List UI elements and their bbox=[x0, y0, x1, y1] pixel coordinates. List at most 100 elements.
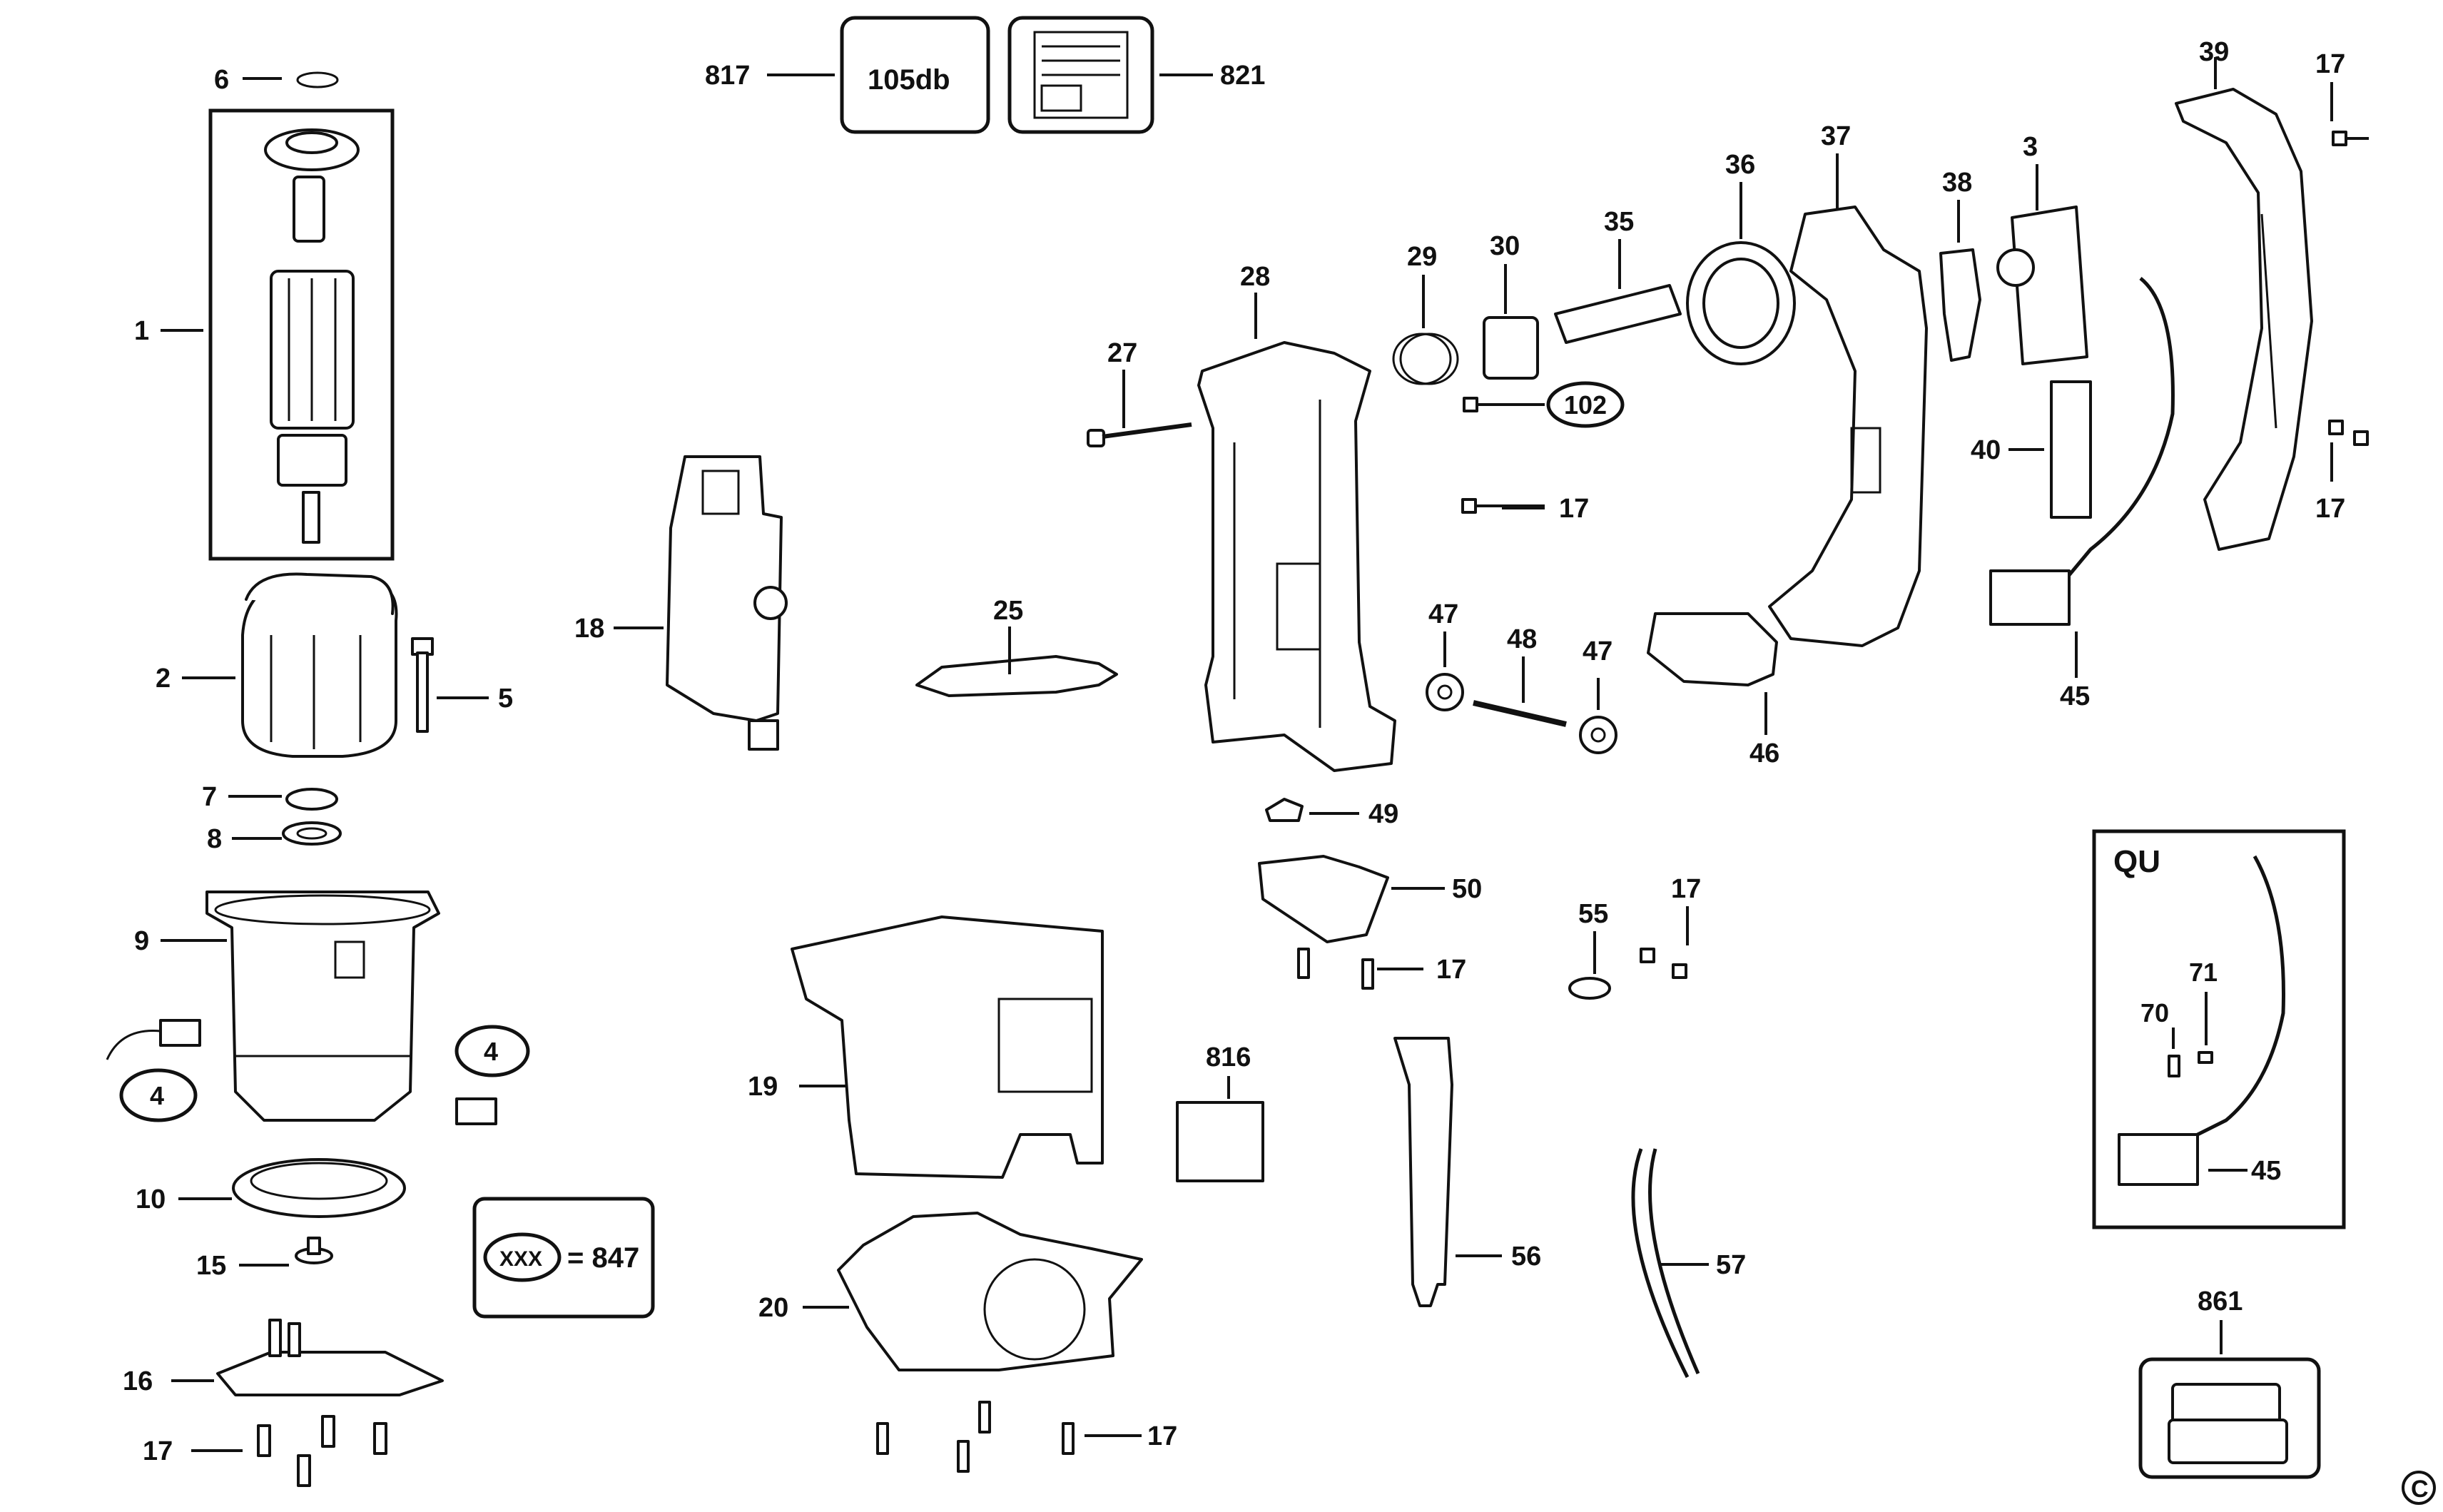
part-4-brush-left: 4 bbox=[106, 1019, 201, 1122]
callout-48: 48 bbox=[1507, 624, 1537, 654]
part-816-label: 816 bbox=[1176, 1042, 1264, 1182]
copyright-letter: C bbox=[2411, 1476, 2429, 1503]
part-17-screws-bottom-mid: 17 bbox=[876, 1401, 1177, 1473]
part-57-power-cord: 57 bbox=[1631, 1148, 1746, 1379]
callout-47a: 47 bbox=[1428, 599, 1458, 629]
part-17-screw-right: 17 bbox=[2315, 420, 2369, 524]
label-817-decibel: 105db 817 bbox=[705, 16, 990, 134]
callout-9: 9 bbox=[134, 926, 149, 956]
callout-50: 50 bbox=[1452, 874, 1482, 904]
part-17-screw-top-right: 17 bbox=[2315, 49, 2369, 146]
callout-3: 3 bbox=[2023, 132, 2038, 162]
callout-35: 35 bbox=[1604, 207, 1634, 237]
part-2-field: 2 bbox=[156, 572, 398, 758]
part-6-retaining-ring: 6 bbox=[214, 65, 339, 95]
part-49-clip: 49 bbox=[1265, 798, 1398, 829]
callout-10: 10 bbox=[136, 1184, 166, 1214]
callout-16: 16 bbox=[123, 1366, 153, 1396]
part-37-handle: 37 bbox=[1768, 121, 1928, 647]
callout-39: 39 bbox=[2199, 37, 2229, 67]
callout-17-bottom-mid: 17 bbox=[1147, 1421, 1177, 1451]
label-821-rating-plate: 821 bbox=[1007, 16, 1265, 134]
callout-5: 5 bbox=[498, 684, 513, 714]
part-8-bearing: 8 bbox=[207, 821, 342, 854]
part-48-pin: 48 bbox=[1473, 624, 1567, 727]
callout-47b: 47 bbox=[1583, 636, 1612, 666]
callout-37: 37 bbox=[1821, 121, 1851, 151]
part-7-bearing: 7 bbox=[202, 782, 338, 812]
callout-36: 36 bbox=[1725, 150, 1755, 180]
callout-57: 57 bbox=[1716, 1250, 1746, 1280]
callout-861: 861 bbox=[2198, 1287, 2243, 1316]
part-27-screw: 27 bbox=[1087, 338, 1192, 447]
part-45-wire-harness: 45 bbox=[1989, 277, 2175, 711]
part-17-screw-mid: 17 bbox=[1461, 494, 1589, 524]
part-861-carry-case: 861 bbox=[2138, 1287, 2321, 1479]
part-17-screws-55: 17 bbox=[1640, 874, 1701, 979]
part-56-cord-guard: 56 bbox=[1393, 1037, 1541, 1307]
callout-17-mid: 17 bbox=[1559, 494, 1589, 524]
callout-17-55: 17 bbox=[1671, 874, 1701, 904]
callout-1: 1 bbox=[134, 316, 149, 346]
callout-46: 46 bbox=[1749, 739, 1779, 768]
part-17-screws-bottom-left: 17 bbox=[143, 1415, 387, 1487]
callout-40: 40 bbox=[1971, 435, 2001, 465]
callout-17-right: 17 bbox=[2315, 494, 2345, 524]
callout-18: 18 bbox=[574, 614, 604, 644]
qu-variant-box: QU 45 70 71 bbox=[2092, 829, 2346, 1229]
part-4-brush-right: 4 bbox=[454, 1025, 530, 1125]
part-40-electronics: 40 bbox=[1971, 380, 2092, 519]
callout-4b: 4 bbox=[484, 1037, 498, 1066]
callout-17-bottom-left: 17 bbox=[143, 1436, 173, 1466]
qu-title: QU bbox=[2113, 844, 2160, 879]
part-17-screws-under-50: 17 bbox=[1297, 948, 1466, 990]
callout-817: 817 bbox=[705, 61, 750, 91]
callout-38: 38 bbox=[1942, 168, 1972, 198]
part-35-cylinder: 35 bbox=[1554, 207, 1682, 344]
part-9-motor-housing: 9 bbox=[134, 891, 440, 1122]
part-15-screw: 15 bbox=[196, 1237, 333, 1281]
part-29-spring: 29 bbox=[1392, 242, 1459, 385]
part-102-screw: 102 bbox=[1463, 381, 1625, 428]
part-46-grip-ring: 46 bbox=[1647, 612, 1779, 768]
callout-20: 20 bbox=[758, 1293, 788, 1323]
callout-29: 29 bbox=[1407, 242, 1437, 272]
legend-847: XXX = 847 bbox=[472, 1197, 655, 1319]
part-47-bushing-right: 47 bbox=[1579, 636, 1617, 754]
copyright-mark: C bbox=[2402, 1471, 2436, 1505]
part-50-cover: 50 bbox=[1258, 855, 1482, 943]
part-5-screw: 5 bbox=[411, 637, 513, 733]
legend-placeholder: XXX bbox=[499, 1247, 542, 1271]
callout-7: 7 bbox=[202, 782, 217, 812]
callout-4a: 4 bbox=[150, 1081, 164, 1110]
callout-19: 19 bbox=[748, 1072, 778, 1102]
part-47-bushing-left: 47 bbox=[1426, 599, 1464, 711]
callout-55: 55 bbox=[1578, 899, 1608, 929]
decibel-label: 105db bbox=[868, 64, 950, 96]
part-18-control-module: 18 bbox=[574, 455, 788, 751]
callout-821: 821 bbox=[1220, 61, 1265, 91]
part-19-lower-housing: 19 bbox=[748, 915, 1104, 1179]
part-1-armature: 1 bbox=[134, 108, 395, 561]
part-16-base-plate: 16 bbox=[123, 1319, 444, 1396]
legend-value: = 847 bbox=[567, 1242, 639, 1274]
part-38-trigger: 38 bbox=[1939, 168, 1981, 362]
callout-816: 816 bbox=[1206, 1042, 1251, 1072]
callout-17-top-right: 17 bbox=[2315, 49, 2345, 79]
callout-30: 30 bbox=[1490, 231, 1520, 261]
callout-45: 45 bbox=[2060, 681, 2090, 711]
part-28-gear-housing: 28 bbox=[1197, 262, 1396, 772]
callout-6: 6 bbox=[214, 65, 229, 95]
part-20-base-cover: 20 bbox=[758, 1212, 1143, 1371]
callout-27: 27 bbox=[1107, 338, 1137, 368]
part-30-cap: 30 bbox=[1483, 231, 1539, 380]
callout-15: 15 bbox=[196, 1251, 226, 1281]
callout-102: 102 bbox=[1564, 390, 1607, 420]
callout-45-qu: 45 bbox=[2251, 1156, 2281, 1186]
callout-17-under-50: 17 bbox=[1436, 955, 1466, 985]
part-55-nut: 55 bbox=[1568, 899, 1611, 1000]
callout-2: 2 bbox=[156, 664, 171, 694]
callout-71: 71 bbox=[2189, 958, 2218, 987]
part-10-fan: 10 bbox=[136, 1158, 406, 1218]
